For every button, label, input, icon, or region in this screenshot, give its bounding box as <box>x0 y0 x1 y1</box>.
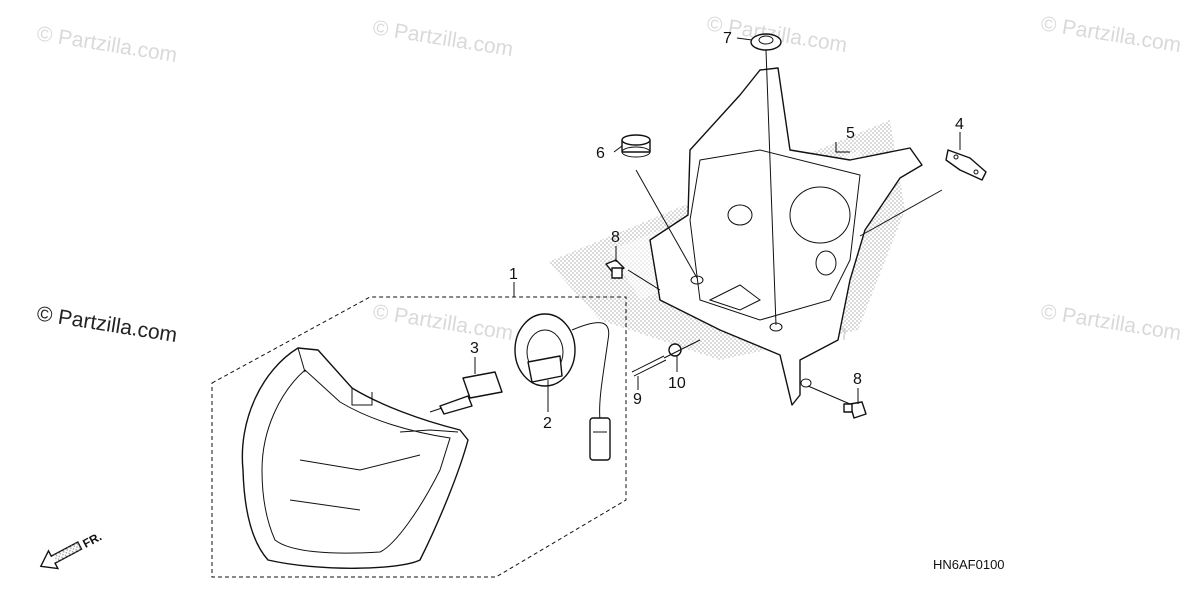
diagram-code: HN6AF0100 <box>933 557 1005 572</box>
watermark-1: ©Partzilla.com <box>35 22 179 67</box>
screw-9-part <box>631 355 667 377</box>
callout-1: 1 <box>509 266 518 283</box>
callout-8-lower: 8 <box>853 371 862 388</box>
watermark-4: ©Partzilla.com <box>1039 12 1183 57</box>
callout-6: 6 <box>596 145 605 162</box>
headlight-assembly-outline <box>211 296 627 578</box>
bolt-8-lower-part <box>843 401 867 419</box>
callout-10: 10 <box>668 375 686 392</box>
watermark-main: ©Partzilla.com <box>35 302 179 347</box>
bulb-part <box>429 371 503 415</box>
socket-part <box>514 313 611 461</box>
callout-8-upper: 8 <box>611 229 620 246</box>
grommet-6-part <box>621 134 651 158</box>
watermark-7: ©Partzilla.com <box>1039 300 1183 345</box>
callout-4: 4 <box>955 116 964 133</box>
watermark-5: ©Partzilla.com <box>371 300 515 345</box>
grommet-7-part <box>750 33 782 51</box>
headlight-bracket <box>649 67 923 406</box>
callouts: 1 2 3 4 5 6 7 8 8 9 10 <box>470 30 964 432</box>
clip-4-part <box>945 149 987 181</box>
callout-3: 3 <box>470 340 479 357</box>
bolt-8-upper-part <box>605 259 625 279</box>
callout-7: 7 <box>723 30 732 47</box>
callout-9: 9 <box>633 391 642 408</box>
watermark-2: ©Partzilla.com <box>371 16 515 61</box>
headlight-unit <box>241 347 469 569</box>
leader-lines <box>474 37 961 412</box>
callout-5: 5 <box>846 125 855 142</box>
front-direction-arrow: FR. <box>39 529 104 570</box>
front-indicator-label: FR. <box>80 529 104 550</box>
callout-2: 2 <box>543 415 552 432</box>
